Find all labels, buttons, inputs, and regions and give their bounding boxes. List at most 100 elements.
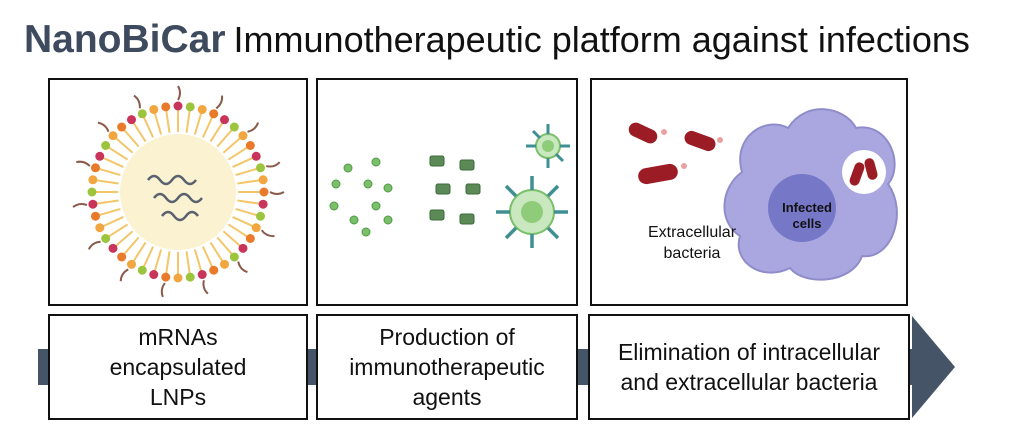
lipid-head <box>258 199 268 209</box>
lipid-head <box>88 175 98 185</box>
lipid-head <box>101 141 111 151</box>
lipid-head <box>108 243 118 253</box>
extracellular-bacteria-icon <box>628 122 716 185</box>
immunotherapeutic-agents-icon <box>329 124 570 248</box>
lipid-head <box>209 265 219 275</box>
lipid-head <box>229 252 239 262</box>
lipid-head <box>161 272 171 282</box>
lipid-head <box>197 270 207 280</box>
lipid-tail <box>132 241 147 262</box>
peg-chain <box>266 161 281 168</box>
lipid-head <box>245 141 255 151</box>
lipid-tail <box>232 157 254 168</box>
lipid-tail <box>153 113 163 135</box>
lipid-tail <box>185 251 191 274</box>
peg-chain <box>76 160 91 167</box>
lipid-tail <box>237 179 260 185</box>
peg-chain <box>269 191 285 195</box>
lipid-tail <box>132 122 147 143</box>
lipid-head <box>161 102 171 112</box>
lipid-head <box>209 109 219 119</box>
lipid-head <box>149 104 159 114</box>
lipid-head <box>251 151 261 161</box>
lipid-head <box>137 265 147 275</box>
protein-spheres-icon <box>329 157 393 237</box>
peg-chain <box>72 202 88 208</box>
lipid-head <box>95 223 105 233</box>
infected-cells-label: Infected cells <box>782 200 832 231</box>
peg-chain <box>237 261 248 274</box>
peg-chain <box>260 229 275 238</box>
antibody-cell-small-icon <box>526 124 570 168</box>
peg-chain <box>215 95 224 110</box>
lipid-tail <box>102 157 124 168</box>
lipid-tail <box>216 236 233 255</box>
intracellular-bacteria-icon <box>849 158 878 186</box>
peg-chain <box>160 282 166 298</box>
lipid-tail <box>202 246 213 268</box>
lnp-core <box>120 134 236 250</box>
peg-chain <box>202 280 209 295</box>
lipid-head <box>101 233 111 243</box>
peg-chain <box>133 94 141 109</box>
lipid-tail <box>96 199 119 205</box>
step-lnp: mRNAs encapsulated LNPs <box>48 314 308 420</box>
lipid-head <box>258 175 268 185</box>
lipid-nanoparticle-icon <box>72 85 285 298</box>
extracellular-label: Extracellular bacteria <box>647 224 737 262</box>
lipid-head <box>185 102 195 112</box>
lipid-head <box>137 109 147 119</box>
lipid-head <box>197 104 207 114</box>
lipid-head <box>256 163 266 173</box>
lipid-head <box>219 259 229 269</box>
lipid-tail <box>209 241 224 262</box>
lipid-head <box>238 243 248 253</box>
lipid-head <box>108 131 118 141</box>
lipid-head <box>90 211 100 221</box>
lipid-head <box>149 270 159 280</box>
bacteria-illustration-icon <box>628 108 898 281</box>
lipid-tail <box>185 110 191 133</box>
antibody-cell-large-icon <box>496 176 568 248</box>
lipid-head <box>117 122 127 132</box>
lipid-head <box>245 233 255 243</box>
lipid-tail <box>235 167 257 177</box>
lipid-tail <box>99 207 121 217</box>
lipid-tail <box>209 122 224 143</box>
lipid-tail <box>235 207 257 217</box>
lipid-tail <box>227 223 248 238</box>
lipid-head <box>219 115 229 125</box>
lipid-tail <box>193 113 203 135</box>
lipid-head <box>185 272 195 282</box>
lipid-head <box>117 252 127 262</box>
peg-chain <box>87 240 101 250</box>
protein-blocks-icon <box>429 155 481 225</box>
lipid-head <box>229 122 239 132</box>
lipid-tail <box>222 137 241 154</box>
lipid-tail <box>115 137 134 154</box>
lipid-head <box>127 115 137 125</box>
step-production: Production of immunotherapeutic agents <box>316 314 578 420</box>
step-elimination-label: Elimination of intracellular and extrace… <box>617 339 881 395</box>
lipid-tail <box>222 230 241 247</box>
lipid-tail <box>143 116 154 138</box>
lipid-head <box>173 273 183 283</box>
peg-chain <box>119 268 129 282</box>
lipid-tail <box>108 146 129 161</box>
lipid-tail <box>123 236 140 255</box>
attack-burst-icon <box>661 129 723 169</box>
step-lnp-label: mRNAs encapsulated LNPs <box>109 324 247 410</box>
lipid-tail <box>216 129 233 148</box>
lipid-head <box>259 187 269 197</box>
lipid-head <box>127 259 137 269</box>
bacteria-panel: Extracellular bacteria Infected cells <box>590 78 908 306</box>
lipid-tail <box>99 167 121 177</box>
lipid-head <box>87 187 97 197</box>
lipid-tail <box>237 199 260 205</box>
agents-panel <box>316 78 578 306</box>
peg-chain <box>247 122 260 133</box>
peg-chain <box>177 85 181 101</box>
step-elimination: Elimination of intracellular and extrace… <box>588 314 910 420</box>
lipid-head <box>95 151 105 161</box>
